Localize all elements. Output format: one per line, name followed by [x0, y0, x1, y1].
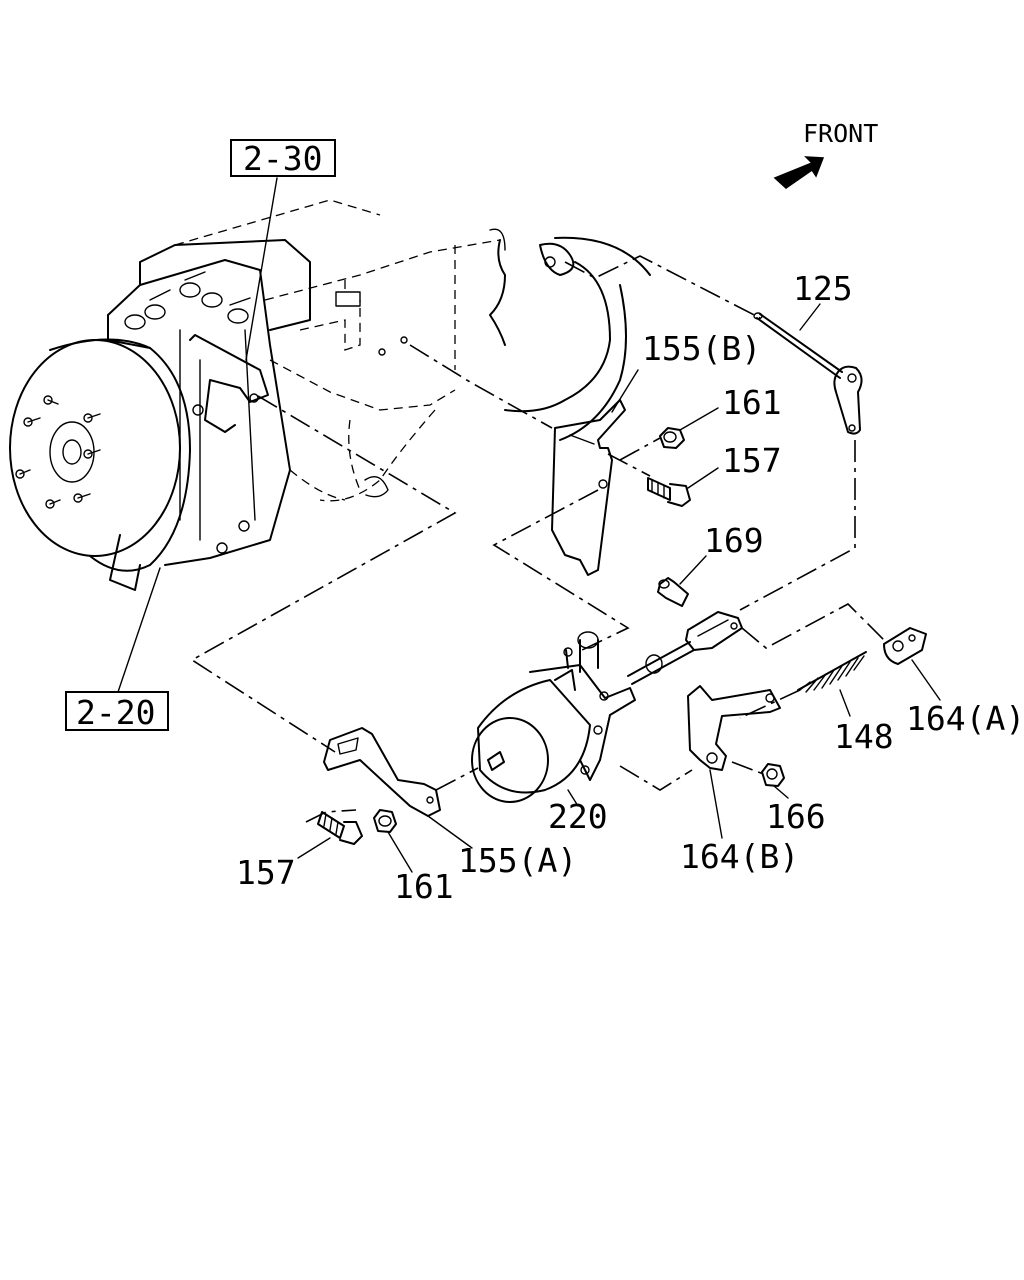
front-label: FRONT	[803, 119, 878, 148]
label-164b: 164(B)	[680, 837, 799, 876]
engine-block	[9, 199, 651, 591]
part-155b-bracket[interactable]	[551, 399, 626, 576]
label-155b: 155(B)	[642, 329, 761, 368]
reference-box-2-20[interactable]	[65, 691, 169, 731]
part-155a-bracket[interactable]	[323, 727, 441, 817]
part-161-nut-top[interactable]	[659, 427, 685, 449]
label-166: 166	[766, 797, 826, 836]
leader-164a	[911, 659, 941, 701]
front-arrow-icon	[773, 156, 825, 189]
leader-161-top	[679, 407, 719, 431]
reference-label-2-30: 2-30	[243, 139, 322, 178]
part-161-nut-bottom[interactable]	[373, 809, 397, 833]
leader-169	[679, 555, 707, 585]
leader-2-20	[117, 567, 161, 693]
label-155a: 155(A)	[458, 841, 577, 880]
part-166-nut[interactable]	[761, 763, 785, 787]
label-157-top: 157	[722, 441, 782, 480]
label-161-top: 161	[722, 383, 782, 422]
part-169-pin[interactable]	[657, 577, 689, 607]
leader-125	[799, 303, 821, 331]
part-220-actuator[interactable]	[471, 631, 636, 803]
leader-166	[773, 785, 789, 799]
reference-box-2-30[interactable]	[230, 139, 336, 177]
assembly-lines	[190, 255, 885, 823]
leader-164b	[709, 769, 723, 839]
part-164a-plate[interactable]	[883, 627, 927, 665]
leader-157-bottom	[297, 837, 331, 859]
leader-2-30	[245, 177, 278, 361]
part-clevis-rod[interactable]	[627, 611, 743, 685]
part-125-lever-shaft[interactable]	[753, 312, 863, 435]
leader-155a	[427, 815, 473, 849]
part-164b-bracket[interactable]	[687, 685, 781, 771]
part-157-bolt-bottom[interactable]	[317, 811, 363, 845]
part-157-bolt-top[interactable]	[647, 477, 691, 507]
label-164a: 164(A)	[906, 699, 1024, 738]
leader-155b	[611, 369, 639, 413]
label-157-bottom: 157	[236, 853, 296, 892]
label-148: 148	[834, 717, 894, 756]
leader-148	[839, 689, 851, 717]
reference-label-2-20: 2-20	[76, 693, 155, 732]
leader-220	[567, 789, 579, 807]
label-125: 125	[793, 269, 853, 308]
part-148-spring[interactable]	[797, 651, 867, 693]
leader-161-bottom	[387, 831, 413, 873]
leader-157-top	[687, 467, 719, 489]
label-161-bottom: 161	[394, 867, 454, 906]
label-220: 220	[548, 797, 608, 836]
label-169: 169	[704, 521, 764, 560]
